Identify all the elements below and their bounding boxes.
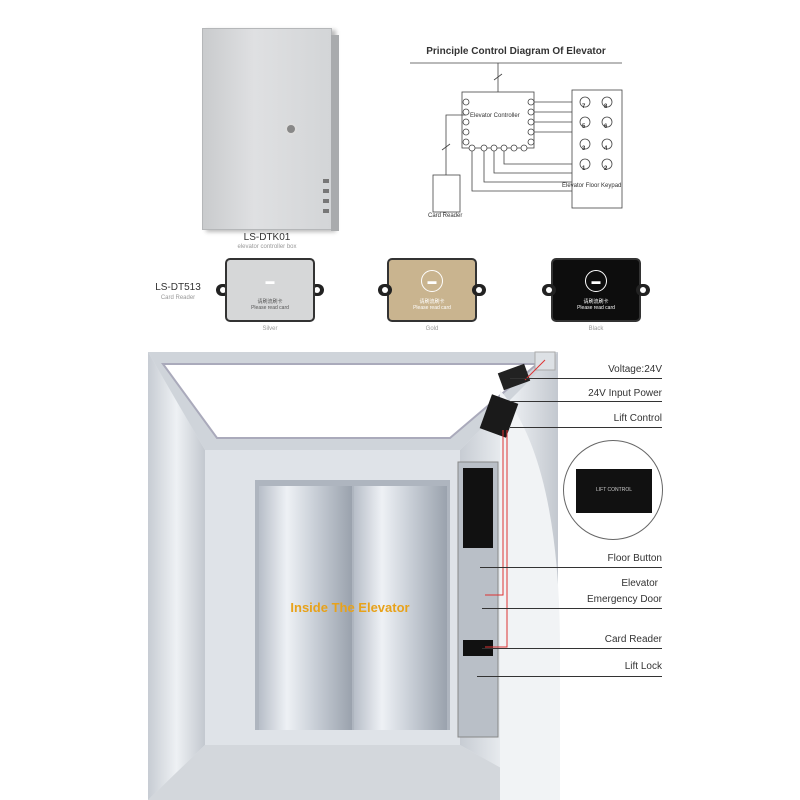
card-reader-silver: ▬ 请刷流刷卡 Please read card xyxy=(216,258,324,322)
elevator-interior xyxy=(148,351,560,800)
lift-controller-box: LIFT CONTROL xyxy=(576,469,652,513)
controller-model: LS-DTK01 xyxy=(243,232,291,243)
controller-description: elevator controller box xyxy=(237,244,297,250)
diagram-card-reader-label: Card Reader xyxy=(428,213,463,219)
prompt-cn: 请刷流刷卡 xyxy=(257,298,283,305)
lift-controller-inset: LIFT CONTROL xyxy=(563,440,663,540)
keypad-label: Elevator Floor Keypad xyxy=(562,183,622,189)
callout-emergency-door: Emergency Door xyxy=(586,594,662,605)
prompt-cn: 请刷流刷卡 xyxy=(583,298,609,305)
control-diagram xyxy=(410,62,623,213)
controller-label: Elevator Controller xyxy=(470,113,520,119)
diagram-title: Principle Control Diagram Of Elevator xyxy=(426,46,606,57)
callout-input-power: 24V Input Power xyxy=(588,388,662,399)
callout-floor-button: Floor Button xyxy=(607,553,662,564)
prompt-en: Please read card xyxy=(251,304,289,311)
prompt-en: Please read card xyxy=(577,304,615,311)
card-reader-black: ▬ 请刷流刷卡 Please read card xyxy=(542,258,650,322)
elevator-title: Inside The Elevator xyxy=(290,600,410,615)
card-icon: ▬ xyxy=(585,269,607,292)
callout-elevator: Elevator xyxy=(621,578,658,589)
controller-box-image xyxy=(202,28,339,231)
variant-black-label: Black xyxy=(588,326,604,332)
callout-lift-lock: Lift Lock xyxy=(624,661,662,672)
card-reader-gold: ▬ 请刷流刷卡 Please read card xyxy=(378,258,486,322)
key-lock-icon xyxy=(285,123,297,135)
prompt-en: Please read card xyxy=(413,304,451,311)
callout-card-reader: Card Reader xyxy=(604,634,662,645)
card-icon: ▬ xyxy=(421,269,443,292)
card-reader-model: LS-DT513 xyxy=(155,282,201,293)
card-icon: ▬ xyxy=(265,275,275,286)
card-reader-description: Card Reader xyxy=(160,295,196,301)
prompt-cn: 请刷流刷卡 xyxy=(419,298,445,305)
variant-silver-label: Silver xyxy=(262,326,278,332)
callout-lift-control: Lift Control xyxy=(613,413,662,424)
variant-gold-label: Gold xyxy=(425,326,439,332)
callout-voltage: Voltage:24V xyxy=(608,364,662,375)
